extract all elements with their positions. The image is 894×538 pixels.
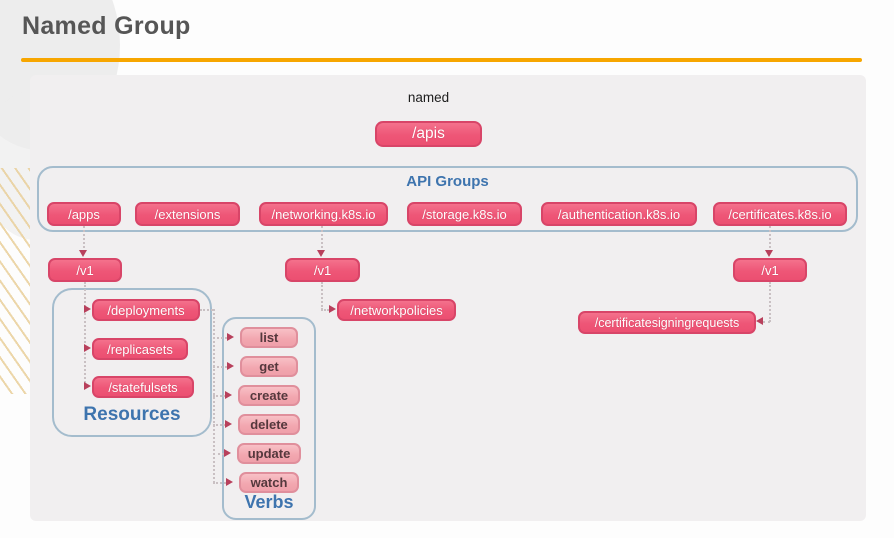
node-certificates-k8s-io: /certificates.k8s.io (713, 202, 847, 226)
arrowhead-right (84, 305, 91, 313)
node-verb-list: list (240, 327, 298, 348)
node-statefulsets: /statefulsets (92, 376, 194, 398)
node-verb-delete: delete (238, 414, 300, 435)
arrowhead-right (226, 478, 233, 486)
arrowhead-right (225, 391, 232, 399)
connector (321, 226, 323, 252)
arrowhead-right (225, 420, 232, 428)
node-verb-create: create (238, 385, 300, 406)
connector (213, 366, 227, 368)
node-deployments: /deployments (92, 299, 200, 321)
connector (83, 226, 85, 252)
node-networking-k8s-io: /networking.k8s.io (259, 202, 388, 226)
root-annotation: named (407, 90, 450, 105)
title-underline (21, 58, 862, 62)
node-extensions: /extensions (135, 202, 240, 226)
connector (84, 282, 86, 387)
connector (213, 424, 225, 426)
node-authentication-k8s-io: /authentication.k8s.io (541, 202, 697, 226)
connector (763, 321, 770, 323)
node-v1-certificates: /v1 (733, 258, 807, 282)
resources-box (52, 288, 212, 437)
connector (200, 309, 213, 311)
verbs-label: Verbs (244, 492, 294, 512)
connector (213, 482, 226, 484)
node-v1-networking: /v1 (285, 258, 360, 282)
node-verb-get: get (240, 356, 298, 377)
api-groups-box (37, 166, 858, 232)
arrowhead-down (765, 250, 773, 257)
connector (769, 226, 771, 252)
node-replicasets: /replicasets (92, 338, 188, 360)
page-title: Named Group (22, 12, 191, 40)
node-certificatesigningrequests: /certificatesigningrequests (578, 311, 756, 334)
node-storage-k8s-io: /storage.k8s.io (407, 202, 522, 226)
connector (321, 282, 323, 310)
connector (321, 309, 329, 311)
api-groups-label: API Groups (406, 173, 489, 190)
connector (213, 395, 225, 397)
arrowhead-right (84, 382, 91, 390)
arrowhead-right (84, 344, 91, 352)
verbs-box (222, 317, 316, 520)
node-v1-apps: /v1 (48, 258, 122, 282)
node-apis: /apis (375, 121, 482, 147)
node-networkpolicies: /networkpolicies (337, 299, 456, 321)
resources-label: Resources (83, 404, 181, 425)
arrowhead-left (756, 317, 763, 325)
arrowhead-right (227, 333, 234, 341)
node-verb-update: update (237, 443, 301, 464)
node-verb-watch: watch (239, 472, 299, 493)
arrowhead-right (224, 449, 231, 457)
arrowhead-down (79, 250, 87, 257)
connector (769, 282, 771, 322)
diagram-panel (30, 75, 866, 521)
arrowhead-right (227, 362, 234, 370)
connector (213, 453, 224, 455)
node-apps: /apps (47, 202, 121, 226)
arrowhead-down (317, 250, 325, 257)
connector (213, 337, 227, 339)
arrowhead-right (329, 305, 336, 313)
